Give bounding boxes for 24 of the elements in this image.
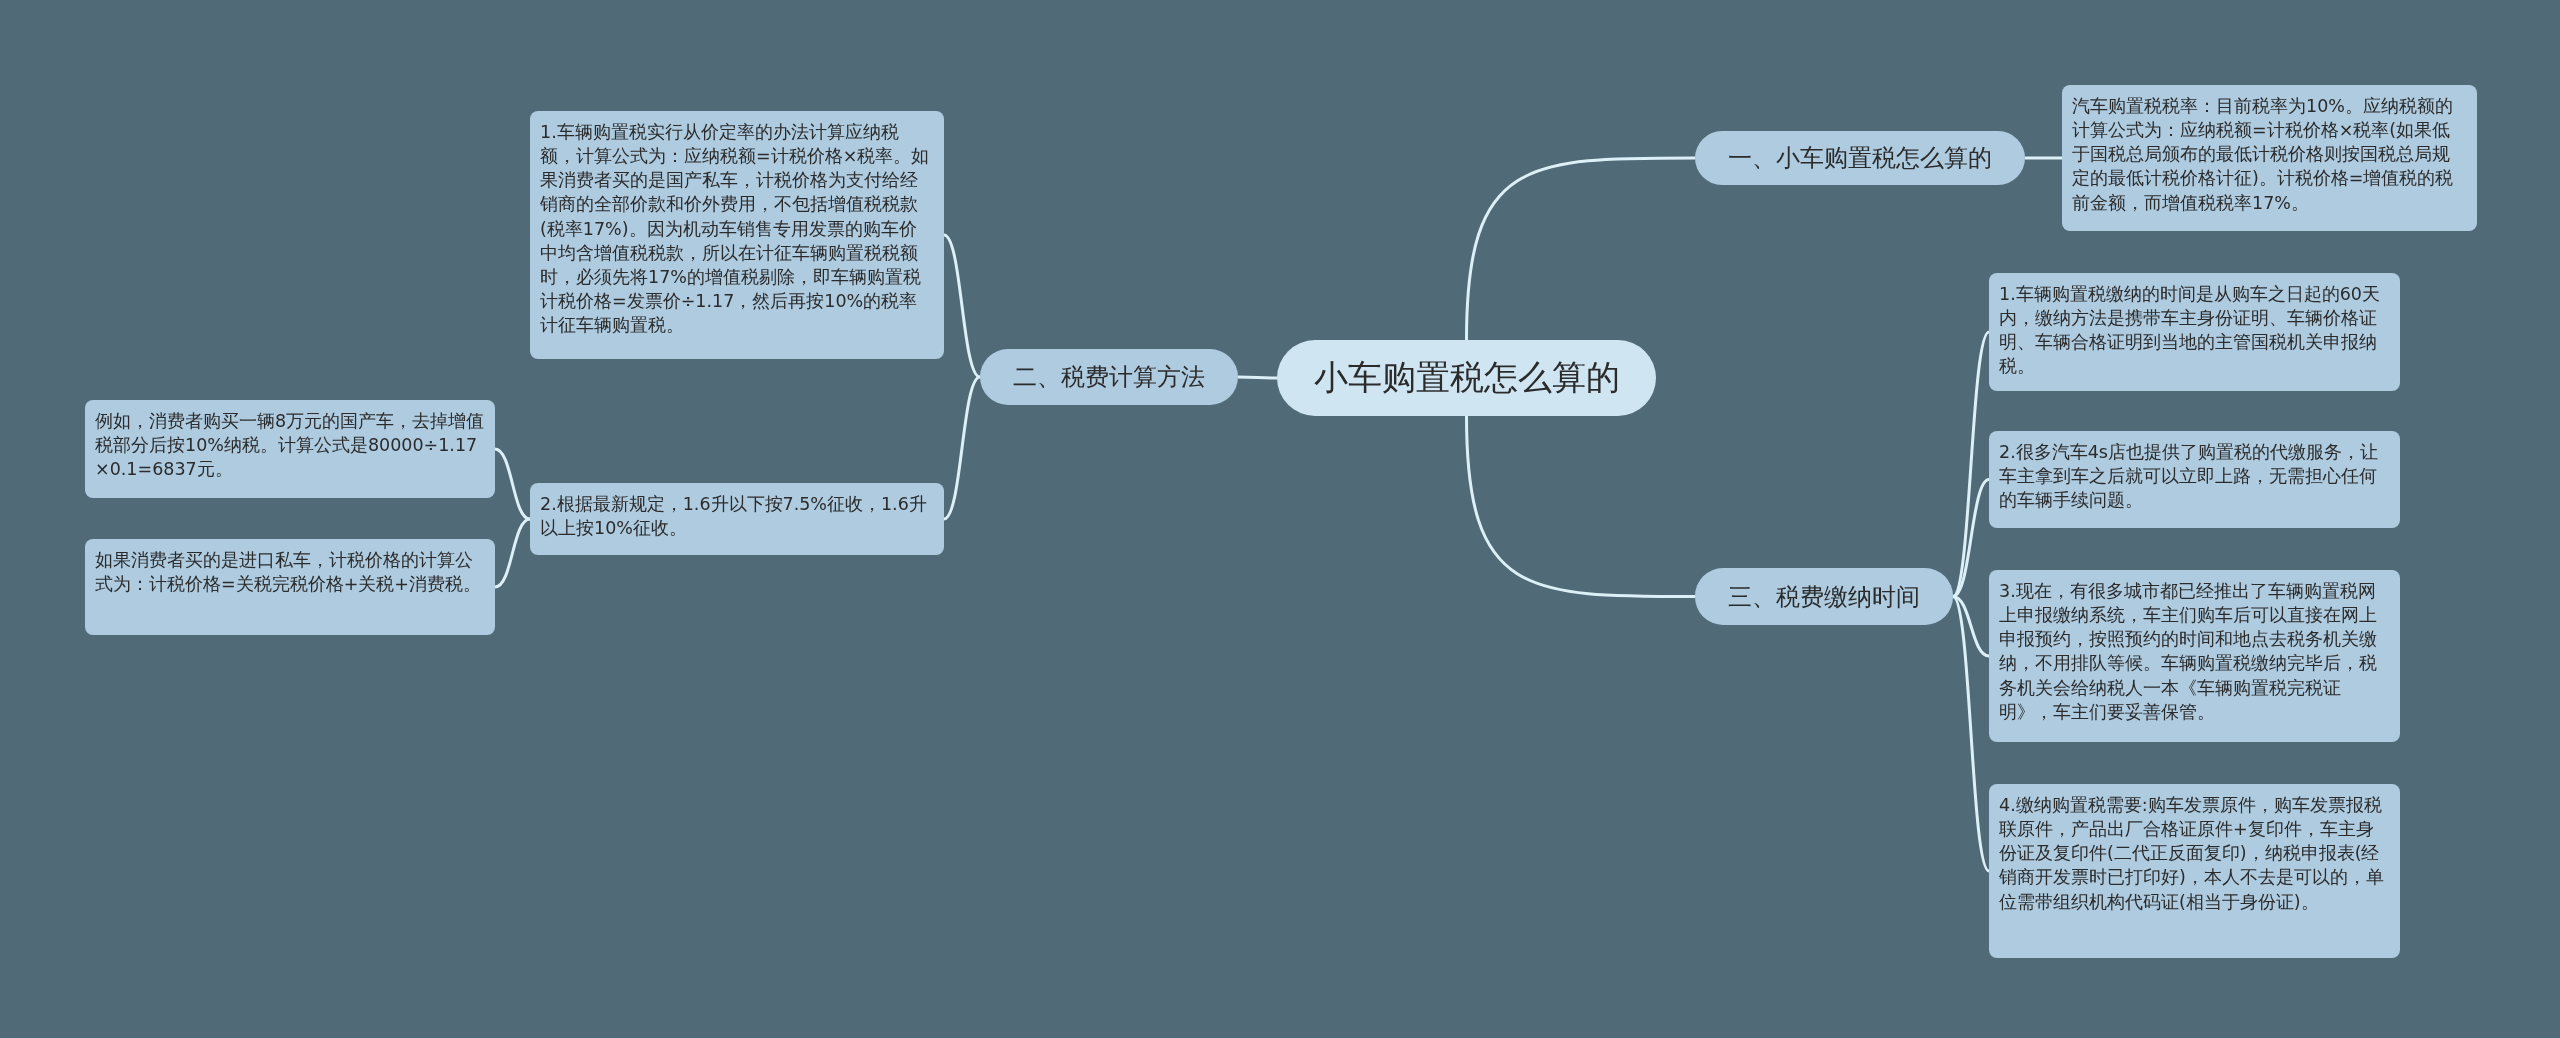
connector-line — [494, 517, 531, 589]
note-box: 1.车辆购置税实行从价定率的办法计算应纳税额，计算公式为：应纳税额=计税价格×税率。如果消费者买的是国产私车，计税价格为支付给经销商的全部价款和价外费用，不包括增值税税款(税率17%)。因为机动车销售专用发票的购车价中均含增值税税款，所以在计征车辆购置税税额时，必须先将17%的增值税剔除，即车辆购置税计税价格=发票价÷1.17，然后再按10%的税率计征车辆购置税。 — [530, 111, 944, 359]
connector-line — [943, 375, 981, 521]
topic-box: 三、税费缴纳时间 — [1695, 568, 1953, 625]
connector-line — [1951, 595, 1991, 872]
connector-line — [943, 233, 981, 379]
connector-line — [1465, 156, 1695, 341]
connector-line — [1952, 478, 1990, 598]
connector-line — [2025, 156, 2062, 160]
note-box: 如果消费者买的是进口私车，计税价格的计算公式为：计税价格=关税完税价格+关税+消费税。 — [85, 539, 495, 635]
connector-line — [494, 447, 531, 521]
connector-line — [1951, 331, 1991, 598]
note-box: 3.现在，有很多城市都已经推出了车辆购置税网上申报缴纳系统，车主们购车后可以直接在网上申报预约，按照预约的时间和地点去税务机关缴纳，不用排队等候。车辆购置税缴纳完毕后，税务机关会给纳税人一本《车辆购置税完税证明》，车主们要妥善保管。 — [1989, 570, 2400, 742]
connector-line — [1465, 415, 1695, 598]
note-box: 2.很多汽车4s店也提供了购置税的代缴服务，让车主拿到车之后就可以立即上路，无需担心任何的车辆手续问题。 — [1989, 431, 2400, 528]
connector-line — [1238, 375, 1277, 380]
note-box: 4.缴纳购置税需要:购车发票原件，购车发票报税联原件，产品出厂合格证原件+复印件，车主身份证及复印件(二代正反面复印)，纳税申报表(经销商开发票时已打印好)，本人不去是可以的，单位需带组织机构代码证(相当于身份证)。 — [1989, 784, 2400, 958]
note-box: 汽车购置税税率：目前税率为10%。应纳税额的计算公式为：应纳税额=计税价格×税率(如果低于国税总局颁布的最低计税价格则按国税总局规定的最低计税价格计征)。计税价格=增值税的税前金额，而增值税税率17%。 — [2062, 85, 2477, 231]
note-box: 例如，消费者购买一辆8万元的国产车，去掉增值税部分后按10%纳税。计算公式是80000÷1.17×0.1=6837元。 — [85, 400, 495, 498]
note-box: 1.车辆购置税缴纳的时间是从购车之日起的60天内，缴纳方法是携带车主身份证明、车辆价格证明、车辆合格证明到当地的主管国税机关申报纳税。 — [1989, 273, 2400, 391]
note-box: 2.根据最新规定，1.6升以下按7.5%征收，1.6升以上按10%征收。 — [530, 483, 944, 555]
topic-box: 二、税费计算方法 — [980, 349, 1238, 405]
central-topic: 小车购置税怎么算的 — [1277, 340, 1656, 416]
topic-box: 一、小车购置税怎么算的 — [1695, 131, 2025, 185]
